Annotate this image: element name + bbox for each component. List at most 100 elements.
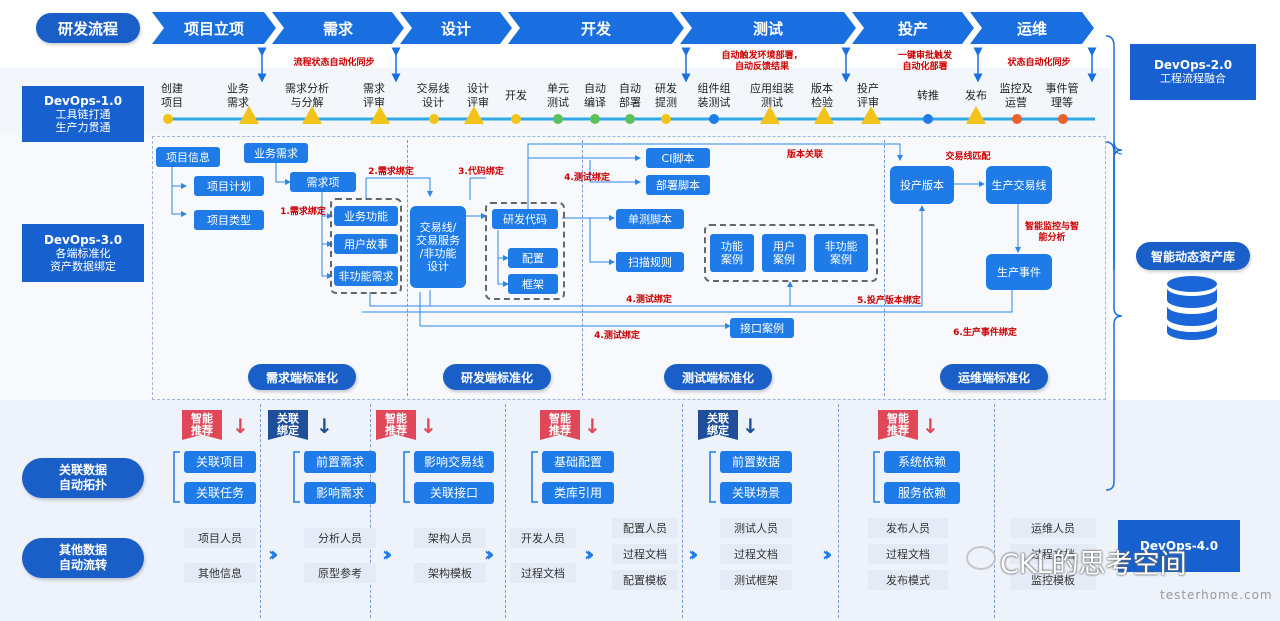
phase-requirement[interactable]: 需求 bbox=[272, 12, 404, 44]
down-arrow-icon: ↓ bbox=[584, 414, 601, 438]
step-trade-design: 交易线 设计 bbox=[416, 82, 450, 109]
flow-other-info: 其他信息 bbox=[184, 563, 256, 583]
step-design-review: 设计 评审 bbox=[467, 82, 489, 109]
marker-review bbox=[464, 106, 484, 124]
asset-user-case[interactable]: 用户 案例 bbox=[762, 234, 806, 272]
phase-test[interactable]: 测试 bbox=[680, 12, 856, 44]
topo-lib-ref[interactable]: 类库引用 bbox=[542, 482, 614, 504]
topo-base-config[interactable]: 基础配置 bbox=[542, 451, 614, 473]
asset-project-plan[interactable]: 项目计划 bbox=[194, 176, 264, 196]
asset-divider bbox=[884, 140, 885, 396]
binding-label: 5.投产版本绑定 bbox=[857, 296, 921, 306]
asset-deploy-script[interactable]: 部署脚本 bbox=[646, 175, 710, 195]
note-deploy-auto: 一键审批触发 自动化部署 bbox=[897, 51, 952, 72]
marker-dot bbox=[923, 114, 933, 124]
asset-unit-script[interactable]: 单测脚本 bbox=[616, 209, 684, 229]
asset-project-type[interactable]: 项目类型 bbox=[194, 210, 264, 230]
asset-trade-design[interactable]: 交易线/ 交易服务 /非功能 设计 bbox=[410, 206, 466, 288]
step-app-test: 应用组装 测试 bbox=[750, 82, 794, 109]
standard-dev: 研发端标准化 bbox=[443, 364, 551, 390]
phase-ops[interactable]: 运维 bbox=[970, 12, 1094, 44]
phase-deploy[interactable]: 投产 bbox=[852, 12, 974, 44]
step-publish: 发布 bbox=[965, 89, 987, 102]
topo-related-task[interactable]: 关联任务 bbox=[184, 482, 256, 504]
asset-ci-script[interactable]: CI脚本 bbox=[646, 148, 710, 168]
test-group-box bbox=[704, 224, 878, 282]
topo-impact-req[interactable]: 影响需求 bbox=[304, 482, 376, 504]
marker-dot bbox=[429, 114, 439, 124]
asset-biz-function[interactable]: 业务功能 bbox=[334, 206, 398, 226]
watermark-text: CKL的思考空间 bbox=[1000, 549, 1187, 580]
topology-brackets bbox=[173, 451, 880, 503]
topo-service-dep[interactable]: 服务依赖 bbox=[884, 482, 960, 504]
flow-process-doc: 过程文档 bbox=[868, 544, 948, 564]
phase-design[interactable]: 设计 bbox=[400, 12, 512, 44]
phase-project[interactable]: 项目立项 bbox=[152, 12, 276, 44]
asset-nonfunc-req[interactable]: 非功能需求 bbox=[334, 266, 398, 286]
step-event-mgmt: 事件管 理等 bbox=[1045, 82, 1079, 109]
asset-release-version[interactable]: 投产版本 bbox=[890, 166, 954, 204]
step-develop: 开发 bbox=[505, 89, 527, 102]
asset-scan-rules[interactable]: 扫描规则 bbox=[616, 252, 684, 272]
asset-prod-trade-line[interactable]: 生产交易线 bbox=[986, 166, 1052, 204]
asset-func-case[interactable]: 功能 案例 bbox=[710, 234, 754, 272]
binding-label: 3.代码绑定 bbox=[458, 167, 504, 177]
asset-nonfunc-case[interactable]: 非功能 案例 bbox=[814, 234, 868, 272]
note-req-sync: 流程状态自动化同步 bbox=[293, 58, 375, 68]
flow-test-framework: 测试框架 bbox=[720, 570, 792, 590]
binding-label: 4.测试绑定 bbox=[626, 295, 672, 305]
binding-label: 交易线匹配 bbox=[945, 152, 991, 162]
asset-req-item[interactable]: 需求项 bbox=[290, 172, 356, 192]
step-dev-submit: 研发 提测 bbox=[655, 82, 677, 109]
topo-related-scene[interactable]: 关联场景 bbox=[720, 482, 792, 504]
asset-prod-event[interactable]: 生产事件 bbox=[986, 254, 1052, 290]
asset-dev-code[interactable]: 研发代码 bbox=[492, 209, 558, 229]
flow-process-doc: 过程文档 bbox=[612, 544, 678, 564]
down-arrow-icon: ↓ bbox=[232, 414, 249, 438]
binding-label: 4.测试绑定 bbox=[594, 331, 640, 341]
topo-system-dep[interactable]: 系统依赖 bbox=[884, 451, 960, 473]
step-transfer: 转推 bbox=[917, 89, 939, 102]
asset-config[interactable]: 配置 bbox=[508, 248, 558, 268]
flow-arrow-icon: ›› bbox=[584, 542, 595, 566]
asset-project-info[interactable]: 项目信息 bbox=[156, 147, 220, 167]
step-req-review: 需求 评审 bbox=[363, 82, 385, 109]
binding-label: 版本关联 bbox=[786, 150, 823, 160]
marker-dot bbox=[625, 114, 635, 124]
flow-release-mode: 发布模式 bbox=[868, 570, 948, 590]
flow-project-staff: 项目人员 bbox=[184, 528, 256, 548]
asset-interface-case[interactable]: 接口案例 bbox=[730, 318, 794, 338]
marker-dot bbox=[1012, 114, 1022, 124]
flow-process-doc: 过程文档 bbox=[720, 544, 792, 564]
phase-develop[interactable]: 开发 bbox=[508, 12, 684, 44]
asset-framework[interactable]: 框架 bbox=[508, 274, 558, 294]
topo-pre-data[interactable]: 前置数据 bbox=[720, 451, 792, 473]
topo-impact-trade[interactable]: 影响交易线 bbox=[414, 451, 494, 473]
flow-arrow-icon: ›› bbox=[688, 542, 699, 566]
marker-dot bbox=[511, 114, 521, 124]
topo-related-interface[interactable]: 关联接口 bbox=[414, 482, 494, 504]
asset-business-req[interactable]: 业务需求 bbox=[244, 143, 308, 163]
down-arrow-icon: ↓ bbox=[742, 414, 759, 438]
binding-label: 4.测试绑定 bbox=[564, 173, 610, 183]
asset-library-label: 智能动态资产库 bbox=[1136, 242, 1250, 270]
marker-dot bbox=[661, 114, 671, 124]
standard-req: 需求端标准化 bbox=[248, 364, 356, 390]
topo-pre-req[interactable]: 前置需求 bbox=[304, 451, 376, 473]
step-auto-compile: 自动 编译 bbox=[584, 82, 606, 109]
asset-user-story[interactable]: 用户故事 bbox=[334, 234, 398, 254]
flow-prototype: 原型参考 bbox=[304, 563, 376, 583]
lower-divider bbox=[838, 404, 839, 618]
binding-label: 1.需求绑定 bbox=[280, 207, 326, 217]
wechat-icon bbox=[966, 546, 996, 570]
process-label: 研发流程 bbox=[36, 13, 140, 43]
marker-review bbox=[302, 106, 322, 124]
down-arrow-icon: ↓ bbox=[316, 414, 333, 438]
binding-label: 6.生产事件绑定 bbox=[953, 328, 1017, 338]
marker-dot bbox=[709, 114, 719, 124]
step-monitor: 监控及 运营 bbox=[999, 82, 1033, 109]
note-ops-sync: 状态自动化同步 bbox=[1007, 58, 1071, 68]
topo-related-project[interactable]: 关联项目 bbox=[184, 451, 256, 473]
